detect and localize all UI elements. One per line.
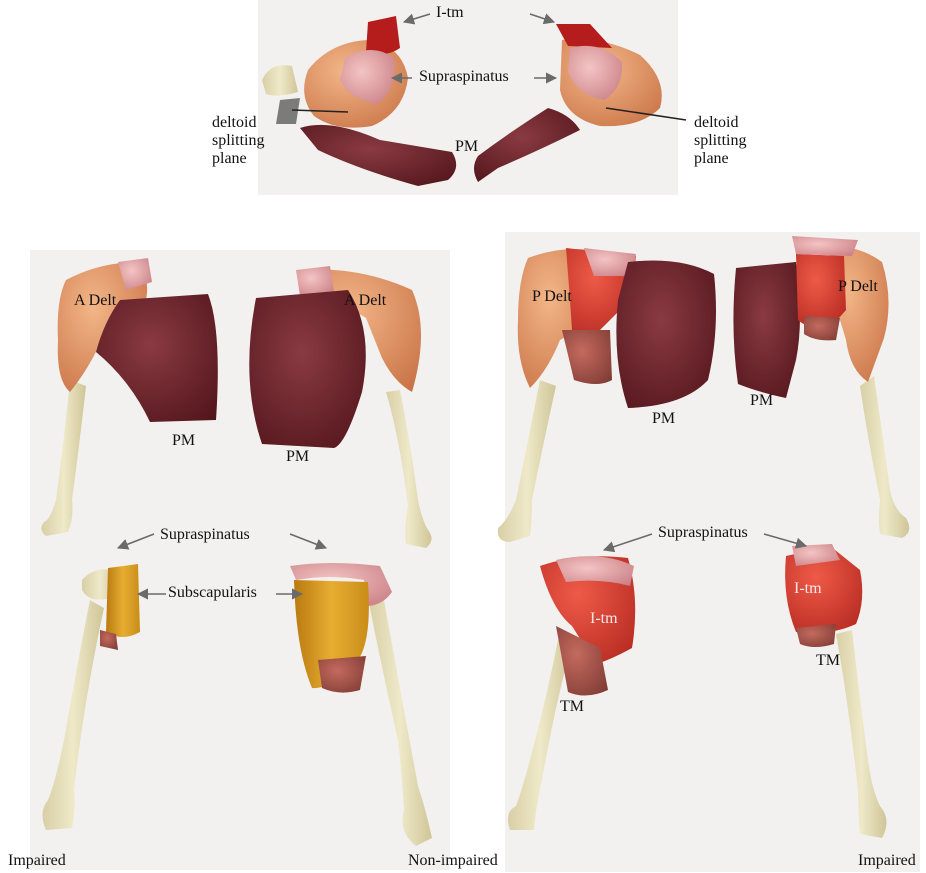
- label-pm-posterior-left: PM: [652, 410, 675, 428]
- supraspinatus: [296, 266, 334, 296]
- label-impaired-right: Impaired: [858, 852, 916, 870]
- teres-major: [318, 656, 366, 693]
- label-supraspinatus-anterior: Supraspinatus: [160, 526, 250, 544]
- label-a-delt-right: A Delt: [344, 292, 386, 310]
- infraspinatus-teres-minor-top-left: [366, 16, 400, 54]
- label-pm-top: PM: [455, 138, 478, 156]
- label-impaired-left: Impaired: [8, 852, 66, 870]
- label-supraspinatus-posterior: Supraspinatus: [658, 524, 748, 542]
- label-pm-right: PM: [286, 448, 309, 466]
- subscapularis: [106, 564, 140, 637]
- label-subscapularis: Subscapularis: [168, 584, 257, 602]
- label-itm-left: I-tm: [590, 610, 618, 628]
- label-a-delt-left: A Delt: [74, 292, 116, 310]
- label-deltoid-splitting-plane-left: deltoid splitting plane: [212, 114, 278, 168]
- label-itm-right: I-tm: [794, 580, 822, 598]
- pectoralis-major: [249, 290, 366, 448]
- label-tm-left: TM: [560, 698, 584, 716]
- teres-major: [796, 624, 836, 647]
- label-pm-posterior-right: PM: [750, 392, 773, 410]
- pectoralis-major: [733, 262, 800, 398]
- label-p-delt-right: P Delt: [838, 278, 878, 296]
- label-supraspinatus-top: Supraspinatus: [419, 68, 509, 86]
- label-tm-right: TM: [816, 652, 840, 670]
- label-deltoid-splitting-plane-right: deltoid splitting plane: [694, 114, 760, 168]
- pectoralis-major: [616, 261, 716, 409]
- label-p-delt-left: P Delt: [532, 288, 572, 306]
- label-pm-left: PM: [172, 432, 195, 450]
- label-non-impaired: Non-impaired: [408, 852, 498, 870]
- teres-major: [804, 316, 840, 340]
- label-itm-top: I-tm: [436, 4, 464, 22]
